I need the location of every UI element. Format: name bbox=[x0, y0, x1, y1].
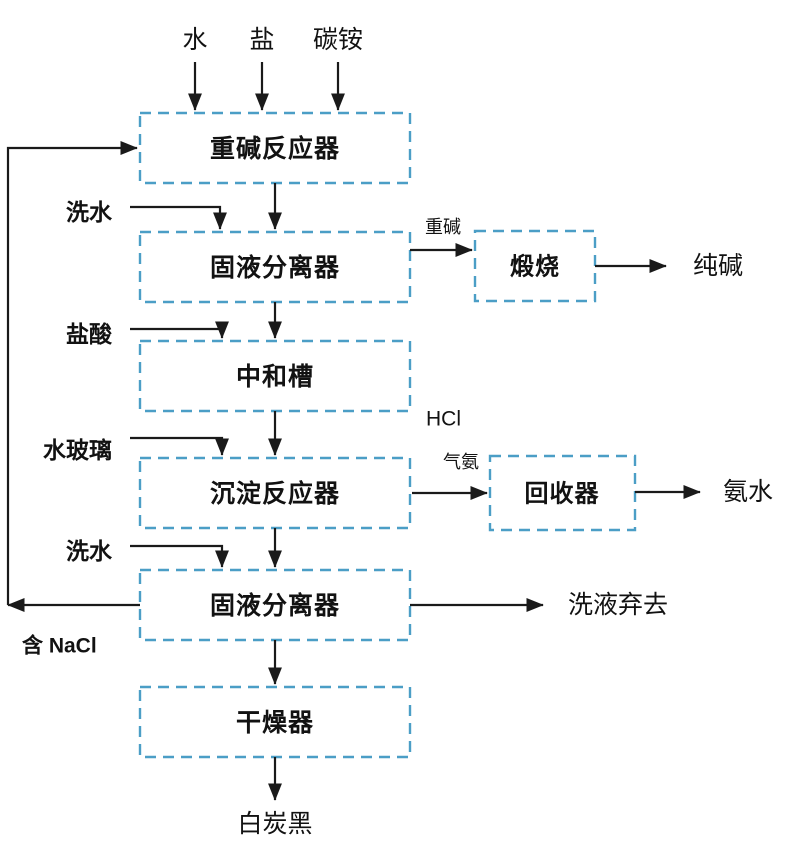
arrow-water-glass-to-precipitator bbox=[130, 436, 230, 456]
input-label-hydrochloric-acid: 盐酸 bbox=[66, 321, 113, 347]
box-label-separator2: 固液分离器 bbox=[210, 591, 340, 620]
recycle-line-to-reactor bbox=[6, 140, 138, 605]
output-label-waste-wash-liquid: 洗液弃去 bbox=[568, 591, 668, 619]
arrow-wash-water-1-to-separator1 bbox=[130, 205, 228, 230]
arrow-hydrochloric-acid-to-neutralizer bbox=[130, 321, 230, 339]
process-box-calciner[interactable]: 煅烧 bbox=[473, 229, 597, 303]
input-label-water-glass: 水玻璃 bbox=[43, 437, 112, 463]
process-box-neutralizer[interactable]: 中和槽 bbox=[138, 339, 412, 413]
process-box-precipitator[interactable]: 沉淀反应器 bbox=[138, 456, 412, 530]
box-label-separator1: 固液分离器 bbox=[210, 253, 340, 282]
box-label-dryer: 干燥器 bbox=[236, 709, 314, 737]
input-label-ammonium-bicarbonate: 碳铵 bbox=[313, 26, 363, 54]
input-label-wash-water-1: 洗水 bbox=[66, 199, 113, 225]
box-label-precipitator: 沉淀反应器 bbox=[210, 479, 340, 508]
output-label-soda-ash: 纯碱 bbox=[693, 252, 743, 280]
output-label-ammonia-water: 氨水 bbox=[723, 478, 773, 506]
process-box-reactor[interactable]: 重碱反应器 bbox=[138, 111, 412, 185]
process-box-dryer[interactable]: 干燥器 bbox=[138, 685, 412, 759]
output-label-white-carbon-black: 白炭黑 bbox=[237, 810, 312, 838]
input-label-wash-water-2: 洗水 bbox=[66, 538, 113, 564]
input-label-water: 水 bbox=[182, 26, 207, 54]
box-label-neutralizer: 中和槽 bbox=[236, 362, 314, 391]
arrow-wash-water-2-to-separator2 bbox=[130, 544, 230, 568]
process-box-separator1[interactable]: 固液分离器 bbox=[138, 230, 412, 304]
box-label-calciner: 煅烧 bbox=[510, 253, 560, 281]
process-box-recoverer[interactable]: 回收器 bbox=[488, 454, 637, 532]
note-label-hcl: HCl bbox=[426, 408, 461, 431]
stream-label-ammonia-gas: 气氨 bbox=[443, 452, 479, 472]
box-label-recoverer: 回收器 bbox=[525, 481, 600, 508]
stream-label-crude-soda: 重碱 bbox=[425, 217, 461, 237]
input-label-salt: 盐 bbox=[249, 26, 274, 54]
note-label-contains-nacl: 含 NaCl bbox=[22, 634, 97, 658]
process-box-separator2[interactable]: 固液分离器 bbox=[138, 568, 412, 642]
box-label-reactor: 重碱反应器 bbox=[210, 134, 340, 163]
